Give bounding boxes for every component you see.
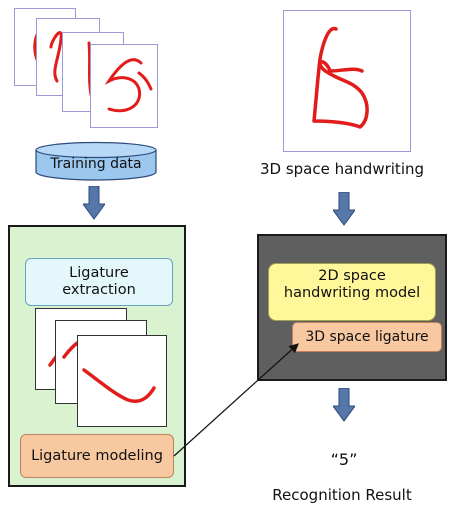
ligature-modeling-box: Ligature modeling bbox=[20, 434, 174, 478]
handwriting-stroke bbox=[312, 26, 369, 129]
handwriting-model-2d-box: 2D space handwriting model bbox=[268, 263, 436, 321]
handwriting-caption: 3D space handwriting bbox=[259, 160, 425, 179]
handwriting-sample-card bbox=[283, 10, 411, 152]
recognition-result-caption: Recognition Result bbox=[272, 486, 412, 505]
down-arrow-icon bbox=[333, 192, 355, 226]
down-arrow-icon bbox=[83, 186, 105, 220]
ligature-stroke bbox=[82, 368, 156, 403]
ligature-extraction-box: Ligature extraction bbox=[25, 258, 173, 306]
recognition-result-value: “5” bbox=[330, 449, 358, 469]
down-arrow-icon bbox=[333, 388, 355, 422]
ligature-3d-box: 3D space ligature bbox=[292, 322, 442, 352]
training-sample-card-4 bbox=[90, 44, 158, 128]
handwriting-stroke bbox=[49, 31, 63, 83]
handwriting-stroke bbox=[104, 58, 153, 113]
database-icon bbox=[35, 141, 157, 181]
ligature-sample-card-3 bbox=[77, 335, 167, 427]
training-data-label: Training data bbox=[50, 155, 142, 172]
